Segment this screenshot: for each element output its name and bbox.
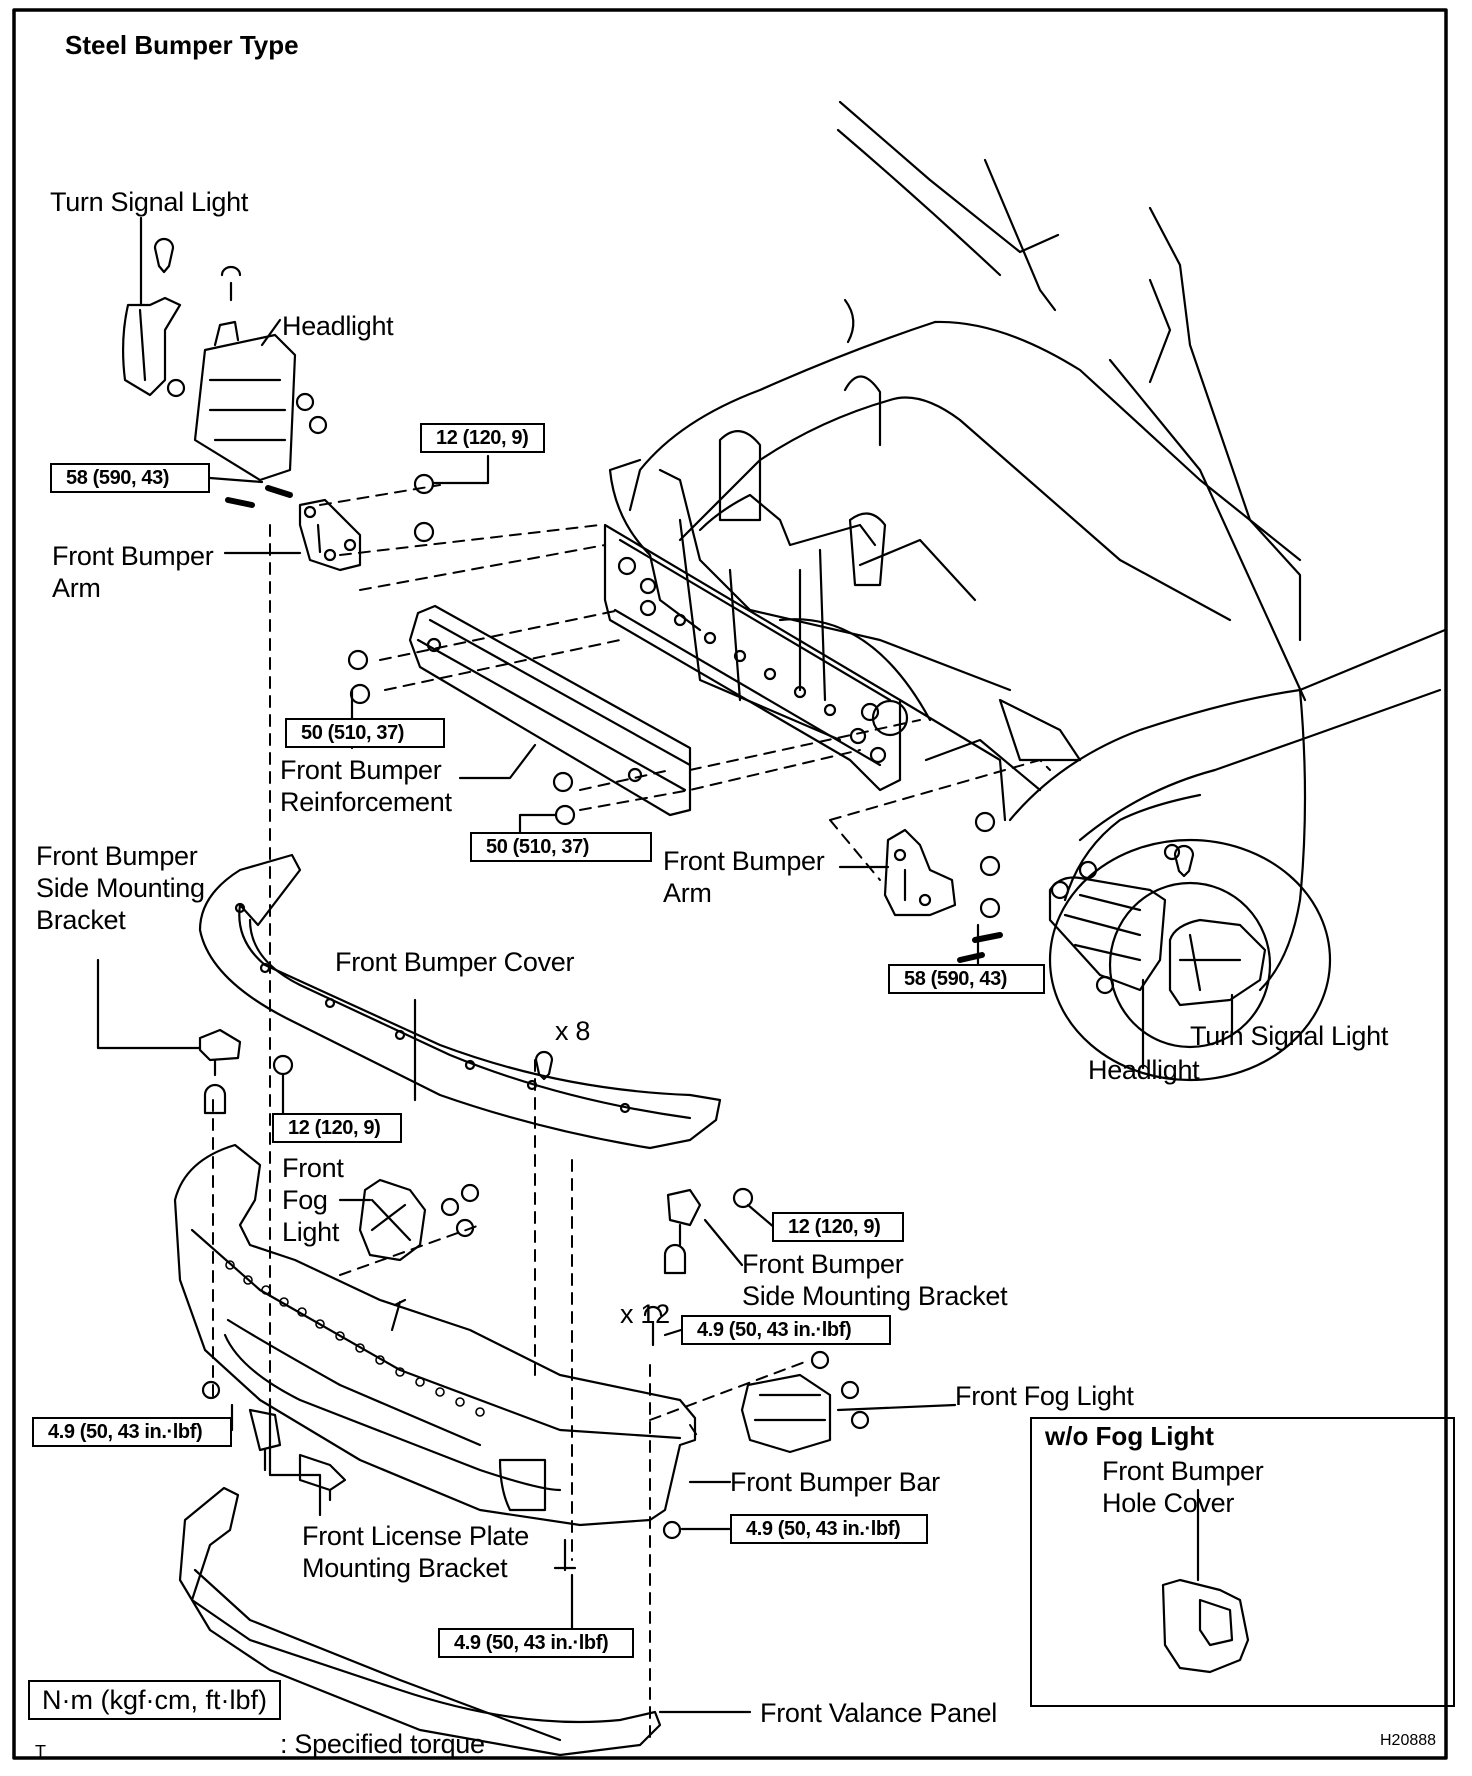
figure-code: H20888 — [1380, 1732, 1437, 1749]
diagram-title: Steel Bumper Type — [65, 30, 299, 60]
torque-spec-valance-bolt: 4.9 (50, 43 in.·lbf) — [438, 1628, 634, 1658]
bumper-reinforcement-part — [408, 604, 692, 817]
vehicle-body — [608, 100, 1447, 1082]
bumper-bar-part — [173, 1143, 697, 1527]
inset-title: w/o Fog Light — [1045, 1421, 1214, 1451]
torque-spec-reinforcement-nut-upper: 50 (510, 37) — [285, 718, 445, 748]
frame-bracket — [603, 523, 902, 792]
legend-caption: : Specified torque — [280, 1729, 485, 1759]
bumper-cover-part — [198, 853, 722, 1150]
torque-spec-reinforcement-nut-lower: 50 (510, 37) — [470, 832, 652, 862]
lower-parts — [198, 1028, 870, 1572]
torque-spec-right-lower-nut: 4.9 (50, 43 in.·lbf) — [730, 1514, 928, 1544]
torque-spec-arm-bolt-left: 58 (590, 43) — [50, 463, 210, 493]
torque-spec-side-bracket-nut-right: 12 (120, 9) — [772, 1212, 904, 1242]
label-side-mounting-bracket-right: Front Bumper Side Mounting Bracket — [742, 1249, 1008, 1311]
corner-mark: T — [35, 1742, 46, 1762]
torque-unit-legend: N·m (kgf·cm, ft·lbf) — [28, 1680, 281, 1720]
leader-lines — [96, 216, 1234, 1714]
label-turn-signal-light-left: Turn Signal Light — [50, 187, 249, 217]
label-turn-signal-light-right: Turn Signal Light — [1190, 1021, 1389, 1051]
hole-cover-part — [1161, 1578, 1250, 1674]
label-front-bumper-cover: Front Bumper Cover — [335, 947, 575, 977]
torque-spec-left-lower-nut: 4.9 (50, 43 in.·lbf) — [32, 1417, 232, 1447]
label-clip-count: x 8 — [555, 1016, 591, 1046]
label-front-fog-light-left: Front Fog Light — [282, 1153, 344, 1247]
left-upper-parts — [122, 237, 576, 826]
label-headlight-right: Headlight — [1088, 1055, 1200, 1085]
assembly-guide-lines — [212, 484, 1051, 1741]
label-front-fog-light-right: Front Fog Light — [955, 1381, 1134, 1411]
right-side-parts — [883, 811, 1267, 1007]
valance-panel-part — [178, 1486, 662, 1757]
torque-spec-side-bracket-nut-left: 12 (120, 9) — [272, 1113, 402, 1143]
label-license-plate-bracket: Front License Plate Mounting Bracket — [302, 1521, 529, 1583]
label-front-bumper-arm-right: Front Bumper Arm — [663, 846, 825, 908]
label-bolt-count: x 12 — [620, 1299, 670, 1329]
label-hole-cover: Front Bumper Hole Cover — [1102, 1456, 1264, 1518]
label-front-bumper-reinforcement: Front Bumper Reinforcement — [280, 755, 452, 817]
label-front-bumper-arm-left: Front Bumper Arm — [52, 541, 214, 603]
inset-without-fog-light: w/o Fog Light Front Bumper Hole Cover — [1030, 1417, 1455, 1707]
torque-spec-arm-bolt-right: 58 (590, 43) — [888, 964, 1045, 994]
label-front-bumper-bar: Front Bumper Bar — [730, 1467, 940, 1497]
torque-spec-arm-nut-upper: 12 (120, 9) — [420, 423, 545, 453]
torque-spec-bumper-bar-bolt: 4.9 (50, 43 in.·lbf) — [681, 1315, 891, 1345]
outer-frame — [12, 8, 1448, 1760]
label-front-valance-panel: Front Valance Panel — [760, 1698, 997, 1728]
label-headlight-left: Headlight — [282, 311, 394, 341]
label-side-mounting-bracket-left: Front Bumper Side Mounting Bracket — [36, 841, 205, 935]
